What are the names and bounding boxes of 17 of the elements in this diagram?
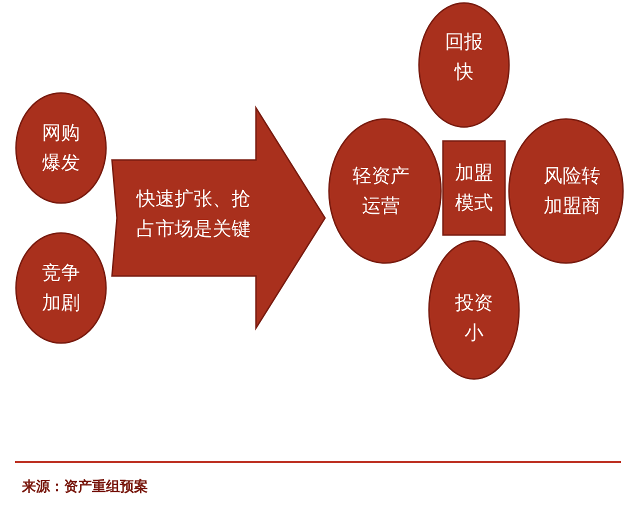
source-caption: 来源：资产重组预案	[22, 478, 148, 496]
ellipse-node	[418, 2, 510, 128]
node-label: 竞争加剧	[41, 261, 81, 316]
ellipse-node	[328, 118, 442, 264]
ellipse-node	[15, 232, 107, 344]
node-label: 加盟模式	[454, 161, 494, 216]
node-label: 轻资产运营	[352, 164, 410, 219]
block-arrow	[111, 105, 326, 331]
square-node	[442, 140, 506, 236]
ellipse-node	[15, 92, 107, 204]
edge-label: 快速扩张、抢占市场是关键	[135, 187, 252, 242]
ellipse-node	[428, 240, 520, 380]
ellipse-node	[508, 118, 624, 264]
node-label: 风险转加盟商	[542, 164, 602, 219]
node-label: 网购爆发	[41, 121, 81, 176]
node-label: 回报快	[444, 30, 484, 85]
node-label: 投资小	[454, 291, 494, 346]
